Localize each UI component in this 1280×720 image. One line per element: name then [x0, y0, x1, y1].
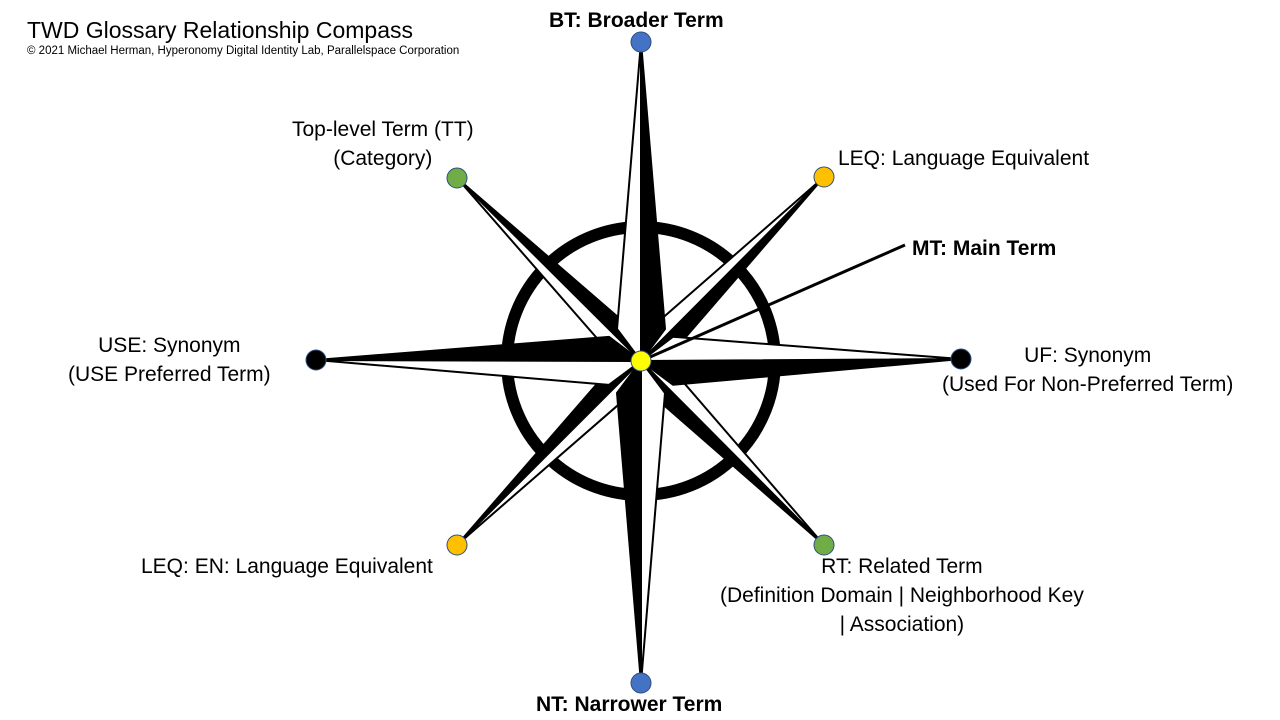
- label-line: USE: Synonym: [98, 334, 241, 357]
- label-leq-en: LEQ: EN: Language Equivalent: [141, 555, 433, 578]
- ray-southwest-light-half: [456, 360, 642, 546]
- label-line: (Used For Non-Preferred Term): [942, 373, 1234, 396]
- node-dot-south: [630, 672, 652, 694]
- label-uf-synonym: UF: Synonym (Used For Non-Preferred Term…: [942, 341, 1233, 399]
- node-dot-west: [305, 349, 327, 371]
- label-line: (USE Preferred Term): [68, 363, 271, 386]
- ray-north-light-half: [616, 41, 642, 362]
- ray-south-dark-half: [616, 360, 642, 684]
- ray-west-light-half: [315, 359, 642, 386]
- ray-east-dark-half: [640, 358, 962, 386]
- node-dot-northeast: [813, 166, 835, 188]
- label-language-equivalent: LEQ: Language Equivalent: [838, 147, 1090, 170]
- copyright: © 2021 Michael Herman, Hyperonomy Digita…: [27, 45, 460, 57]
- label-use-synonym: USE: Synonym (USE Preferred Term): [68, 331, 271, 389]
- ray-west-dark-half: [315, 335, 642, 362]
- label-line: (Definition Domain | Neighborhood Key: [720, 584, 1084, 607]
- ray-east-light-half: [640, 335, 962, 362]
- label-main-term: MT: Main Term: [912, 237, 1057, 260]
- ray-northwest-light-half: [456, 177, 642, 362]
- main-term-center-dot: [630, 350, 652, 372]
- label-line: (Category): [333, 147, 433, 170]
- ray-south-light-half: [640, 360, 666, 684]
- node-dot-southeast: [813, 534, 835, 556]
- label-broader-term: BT: Broader Term: [549, 9, 724, 32]
- ray-southeast-light-half: [640, 360, 825, 546]
- ray-north-dark-half: [640, 41, 666, 362]
- label-top-level-term: Top-level Term (TT) (Category): [292, 115, 474, 173]
- diagram-title: TWD Glossary Relationship Compass: [27, 17, 414, 43]
- ray-northeast-light-half: [640, 176, 825, 362]
- label-line: UF: Synonym: [1024, 344, 1152, 367]
- label-narrower-term: NT: Narrower Term: [536, 693, 723, 716]
- node-dot-east: [950, 348, 972, 370]
- label-line: | Association): [839, 613, 965, 636]
- label-related-term: RT: Related Term (Definition Domain | Ne…: [720, 552, 1084, 639]
- node-dot-southwest: [446, 534, 468, 556]
- main-term-pointer: [640, 243, 906, 363]
- node-dot-northwest: [446, 167, 468, 189]
- node-dot-north: [630, 31, 652, 53]
- label-line: RT: Related Term: [821, 555, 983, 578]
- label-line: Top-level Term (TT): [292, 118, 474, 141]
